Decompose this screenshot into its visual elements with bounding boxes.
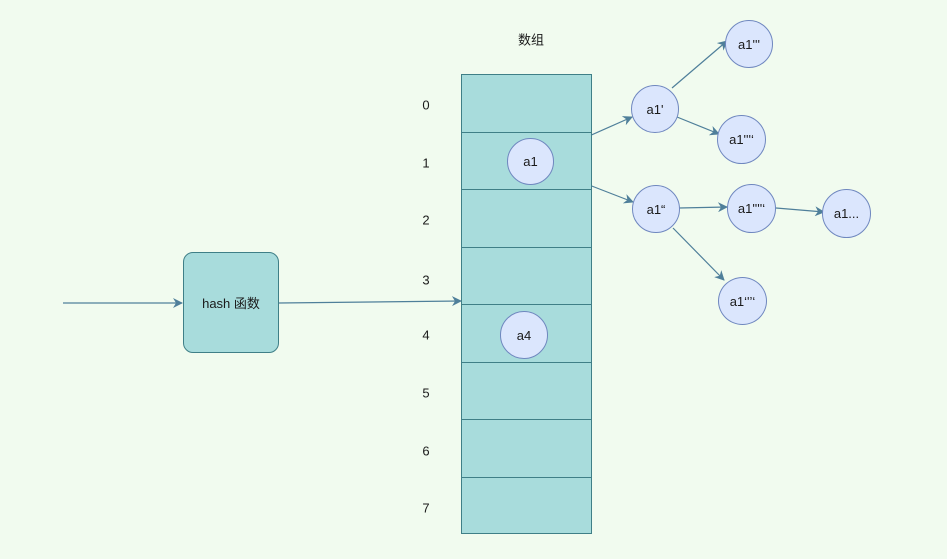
a1-prime-to-mid-right-arrow: [676, 116, 720, 136]
node-a1-ellipsis-label: a1...: [833, 206, 860, 221]
node-a1-label: a1: [523, 154, 538, 169]
index-4: 4: [422, 327, 430, 343]
row2-to-ellipsis-arrow: [775, 206, 825, 217]
node-a1-row2-label: a1''''‘: [737, 201, 766, 216]
index-1: 1: [422, 155, 430, 171]
hash-function-label: hash 函数: [202, 296, 260, 311]
index-2: 2: [422, 212, 430, 228]
node-a1: a1: [507, 138, 554, 185]
node-a4: a4: [500, 311, 548, 359]
node-a4-label: a4: [516, 327, 532, 343]
a1-dquote-to-row2-arrow: [678, 202, 728, 213]
node-a1-top: a1''': [725, 20, 773, 68]
hash-function-box: hash 函数: [183, 252, 279, 353]
array-cell: [462, 75, 591, 133]
node-a1-mid-right-label: a1'''‘: [729, 132, 754, 147]
index-0: 0: [422, 97, 430, 113]
array-cell: [462, 478, 591, 536]
node-a1-row2: a1''''‘: [727, 184, 776, 233]
array-title: 数组: [517, 32, 545, 48]
a1-dquote-to-bottom-arrow: [672, 227, 725, 281]
hash-to-array-arrow: [278, 296, 462, 307]
node-a1-mid-right: a1'''‘: [717, 115, 766, 164]
node-a1-prime: a1': [631, 85, 679, 133]
node-a1-bottom-label: a1‘'’‘: [729, 293, 756, 309]
node-a1-top-label: a1''': [738, 36, 760, 52]
index-3: 3: [422, 272, 430, 288]
node-a1-dquote-label: a1“: [646, 201, 666, 217]
array-cell: [462, 305, 591, 363]
array-cell: [462, 248, 591, 305]
array-cell: [462, 190, 591, 248]
node-a1-bottom: a1‘'’‘: [718, 277, 767, 325]
array-cell: [462, 420, 591, 478]
array-cell: [462, 133, 591, 190]
node-a1-prime-label: a1': [646, 101, 664, 117]
index-6: 6: [422, 443, 430, 459]
index-5: 5: [422, 385, 430, 401]
a1-prime-to-top-arrow: [671, 40, 728, 89]
index-7: 7: [422, 500, 430, 516]
array-cell: [462, 363, 591, 420]
node-a1-dquote: a1“: [632, 185, 680, 233]
node-a1-ellipsis: a1...: [822, 189, 871, 238]
